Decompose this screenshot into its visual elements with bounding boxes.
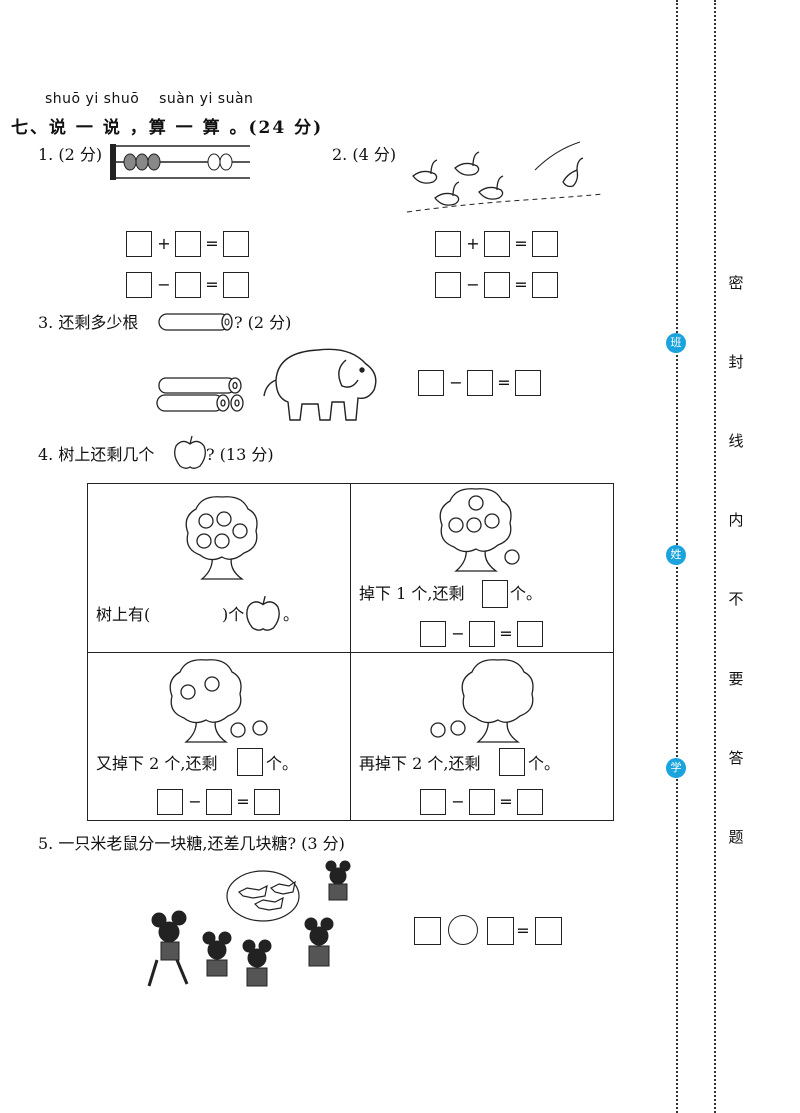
- q5-equals: =: [516, 921, 530, 940]
- cell2-box-1[interactable]: [420, 621, 446, 647]
- q1-add-equals: =: [205, 234, 219, 253]
- q2-sub-minus: −: [466, 275, 480, 294]
- cell3-box-2[interactable]: [206, 789, 232, 815]
- mickey-candy-image: [147, 860, 351, 987]
- cell4-box-3[interactable]: [517, 789, 543, 815]
- school-mark: 学: [666, 758, 686, 778]
- q1-sub-box-3[interactable]: [223, 272, 249, 298]
- q4-suffix: ? (13 分): [206, 445, 274, 464]
- seal-char-8: 题: [728, 828, 744, 846]
- seal-char-6: 要: [728, 670, 744, 688]
- q2-add-box-2[interactable]: [484, 231, 510, 257]
- q1-add-box-2[interactable]: [175, 231, 201, 257]
- q3-equals: =: [497, 373, 511, 392]
- swans-image: [406, 141, 604, 213]
- cell3-box-3[interactable]: [254, 789, 280, 815]
- cell4-minus: −: [451, 792, 465, 811]
- q2-sub-equals: =: [514, 275, 528, 294]
- q1-sub-equals: =: [205, 275, 219, 294]
- q5-label: 5. 一只米老鼠分一块糖,还差几块糖? (3 分): [38, 834, 345, 853]
- cell2-equals: =: [499, 624, 513, 643]
- q1-sub-box-1[interactable]: [126, 272, 152, 298]
- cell4-remain-box[interactable]: [499, 748, 525, 776]
- cell2-minus: −: [451, 624, 465, 643]
- q5-box-1[interactable]: [414, 917, 441, 945]
- q2-sub-box-2[interactable]: [484, 272, 510, 298]
- q2-add-equals: =: [514, 234, 528, 253]
- q3-box-1[interactable]: [418, 370, 444, 396]
- tree-2-apples-2-fallen: [169, 659, 268, 743]
- q4-label: 4. 树上还剩几个: [38, 445, 155, 464]
- tree-4-apples-1-fallen: [439, 488, 520, 572]
- q1-add-box-3[interactable]: [223, 231, 249, 257]
- cell1-apple-icon: [246, 595, 280, 631]
- section-pinyin: shuō yi shuō suàn yi suàn: [45, 91, 254, 107]
- q4-grid: [87, 483, 614, 821]
- name-mark: 姓: [666, 545, 686, 565]
- q2-add-plus: +: [466, 234, 480, 253]
- log-icon: [158, 313, 233, 331]
- cell2-box-3[interactable]: [517, 621, 543, 647]
- cell4-equals: =: [499, 792, 513, 811]
- q2-sub-box-3[interactable]: [532, 272, 558, 298]
- tree-5-apples: [185, 496, 258, 580]
- q1-add-box-1[interactable]: [126, 231, 152, 257]
- seal-char-5: 不: [728, 590, 744, 608]
- seal-char-2: 封: [728, 353, 744, 371]
- seal-char-3: 线: [728, 432, 744, 450]
- q3-box-2[interactable]: [467, 370, 493, 396]
- cell3-text-a: 又掉下 2 个,还剩: [96, 754, 218, 773]
- q2-sub-box-1[interactable]: [435, 272, 461, 298]
- seal-char-1: 密: [728, 274, 744, 292]
- cell3-text-b: 个。: [266, 754, 299, 773]
- q3-box-3[interactable]: [515, 370, 541, 396]
- class-mark: 班: [666, 333, 686, 353]
- q5-operator-circle[interactable]: [448, 915, 478, 945]
- cell2-box-2[interactable]: [469, 621, 495, 647]
- cell1-text-a: 树上有(: [96, 605, 151, 624]
- cell4-box-2[interactable]: [469, 789, 495, 815]
- cell4-text-a: 再掉下 2 个,还剩: [359, 754, 481, 773]
- binding-line-right: [714, 0, 716, 1113]
- elephant-image: [263, 348, 377, 421]
- cell1-text-c: 。: [283, 605, 300, 624]
- tree-0-apples-2-fallen: [430, 659, 534, 743]
- q5-box-2[interactable]: [487, 917, 514, 945]
- q3-label: 3. 还剩多少根: [38, 313, 139, 332]
- abacus-image: [110, 144, 250, 180]
- cell3-remain-box[interactable]: [237, 748, 263, 776]
- cell3-minus: −: [188, 792, 202, 811]
- q2-add-box-3[interactable]: [532, 231, 558, 257]
- q2-add-box-1[interactable]: [435, 231, 461, 257]
- logs-pile-image: [156, 377, 244, 412]
- q1-sub-minus: −: [157, 275, 171, 294]
- seal-char-4: 内: [728, 511, 744, 529]
- q5-box-3[interactable]: [535, 917, 562, 945]
- q1-add-plus: +: [157, 234, 171, 253]
- cell2-text-a: 掉下 1 个,还剩: [359, 584, 465, 603]
- q1-label: 1. (2 分): [38, 145, 103, 164]
- q2-label: 2. (4 分): [332, 145, 397, 164]
- cell2-remain-box[interactable]: [482, 580, 508, 608]
- cell3-box-1[interactable]: [157, 789, 183, 815]
- q3-minus: −: [449, 373, 463, 392]
- cell1-text-b: )个: [222, 605, 245, 624]
- cell3-equals: =: [236, 792, 250, 811]
- q3-suffix: ? (2 分): [234, 313, 292, 332]
- seal-char-7: 答: [728, 749, 744, 767]
- cell4-text-b: 个。: [528, 754, 561, 773]
- cell1-answer-blank[interactable]: [160, 602, 220, 626]
- apple-icon: [174, 435, 206, 469]
- cell4-box-1[interactable]: [420, 789, 446, 815]
- cell2-text-b: 个。: [510, 584, 543, 603]
- section-title: 七、说 一 说 ，算 一 算 。(24 分): [11, 118, 324, 138]
- q1-sub-box-2[interactable]: [175, 272, 201, 298]
